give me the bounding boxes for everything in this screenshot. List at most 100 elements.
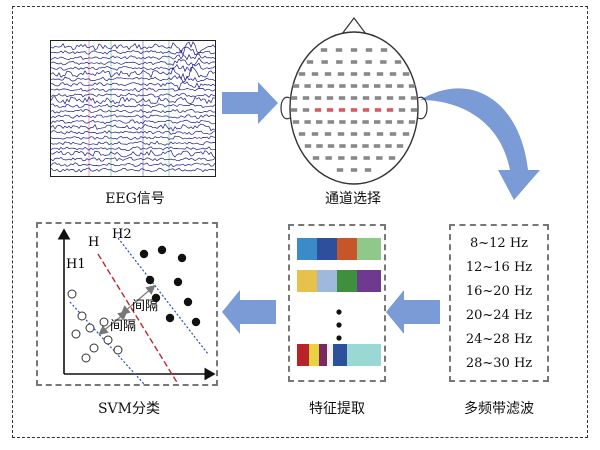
feature-block	[317, 238, 337, 260]
electrode-marker	[362, 84, 369, 88]
electrode-marker	[364, 168, 372, 172]
electrode-marker	[365, 48, 373, 52]
electrode-marker	[380, 60, 387, 64]
svm-class-a-points	[67, 289, 123, 363]
eeg-trace	[51, 156, 215, 162]
eeg-trace	[51, 41, 215, 54]
svm-class-b-point	[139, 249, 149, 259]
eeg-trace	[51, 162, 215, 168]
svm-class-b-point	[173, 277, 183, 287]
electrode-marker	[311, 72, 319, 76]
eeg-trace	[51, 103, 215, 109]
electrode-marker	[362, 144, 369, 148]
feature-block	[297, 238, 317, 260]
electrode-marker	[312, 156, 320, 160]
electrode-marker	[402, 72, 410, 76]
electrode-marker	[373, 144, 381, 148]
feature-block	[297, 270, 317, 292]
multiband-filter-label: 多频带滤波	[464, 401, 534, 417]
electrode-marker	[398, 96, 406, 100]
svm-label-h: H	[88, 235, 99, 250]
electrode-marker	[325, 156, 332, 160]
electrode-marker	[350, 108, 358, 112]
electrode-marker	[350, 72, 358, 76]
electrode-marker	[304, 120, 311, 124]
svm-class-a-point	[85, 323, 95, 333]
svm-classification-label: SVM分类	[97, 401, 161, 417]
eeg-trace	[51, 140, 215, 146]
feature-blocks	[297, 238, 381, 366]
feature-block	[357, 238, 381, 260]
eeg-trace	[51, 108, 215, 114]
frequency-band-item: 8~12 Hz	[469, 236, 529, 251]
electrode-marker	[306, 60, 314, 64]
electrode-marker	[339, 120, 346, 124]
svm-class-b-point	[165, 313, 175, 323]
electrode-marker	[316, 84, 323, 88]
electrode-marker	[396, 144, 404, 148]
svm-class-b-point	[177, 253, 187, 263]
svm-margin-label-upper: 间隔	[132, 299, 158, 314]
electrode-marker	[374, 84, 381, 88]
electrode-marker	[374, 96, 382, 100]
electrode-marker	[326, 108, 334, 112]
electrode-marker	[362, 108, 370, 112]
ellipsis-dot	[336, 322, 342, 328]
electrode-marker	[362, 96, 370, 100]
electrode-marker	[376, 72, 384, 76]
electrode-marker	[324, 132, 332, 136]
svm-plot: H H1 H2 间隔 间隔	[57, 227, 216, 385]
electrode-marker	[386, 108, 394, 112]
svm-margin-line-h1	[69, 301, 145, 385]
electrode-marker	[324, 72, 332, 76]
eeg-trace	[51, 87, 215, 93]
electrode-marker	[385, 84, 392, 88]
svm-class-a-point	[77, 311, 87, 321]
electrode-marker	[389, 72, 397, 76]
electrode-marker	[350, 168, 358, 172]
svm-class-a-point	[67, 289, 77, 299]
electrode-marker	[397, 120, 404, 124]
electrode-marker	[408, 84, 416, 88]
electrode-marker	[290, 96, 298, 100]
electrode-marker	[298, 72, 306, 76]
svm-class-a-point	[103, 335, 113, 345]
electrode-marker	[336, 60, 343, 64]
eeg-trace	[51, 75, 215, 83]
ellipsis-dot	[336, 335, 342, 341]
frequency-band-item: 20~24 Hz	[465, 308, 533, 323]
electrode-marker	[386, 96, 394, 100]
svm-class-b-point	[191, 317, 201, 327]
eeg-trace	[51, 57, 215, 66]
electrode-marker	[316, 144, 323, 148]
svm-class-a-point	[89, 343, 99, 353]
electrode-marker	[336, 168, 344, 172]
eeg-trace	[51, 167, 215, 173]
svm-class-a-point	[71, 329, 81, 339]
electrode-marker	[363, 132, 371, 136]
electrode-marker	[350, 156, 358, 160]
electrode-marker	[376, 132, 384, 136]
channel-selection-label: 通道选择	[325, 191, 381, 207]
feature-block	[357, 270, 381, 292]
feature-block	[347, 344, 381, 366]
eeg-signal-label: EEG信号	[105, 191, 165, 207]
feature-row-1	[297, 238, 381, 260]
electrode-marker	[339, 144, 346, 148]
electrode-marker	[363, 156, 370, 160]
electrode-marker	[327, 84, 334, 88]
electrode-grid	[290, 48, 418, 172]
electrode-marker	[365, 60, 372, 64]
electrode-marker	[389, 132, 397, 136]
svm-class-b-point	[183, 297, 193, 307]
electrode-marker	[397, 84, 404, 88]
eeg-trace	[51, 149, 215, 158]
eeg-trace	[51, 53, 215, 61]
electrode-marker	[402, 132, 410, 136]
electrode-marker	[394, 60, 402, 64]
svm-class-b-point	[145, 275, 155, 285]
electrode-marker	[385, 120, 392, 124]
eeg-trace	[51, 81, 215, 91]
feature-block	[327, 344, 333, 366]
